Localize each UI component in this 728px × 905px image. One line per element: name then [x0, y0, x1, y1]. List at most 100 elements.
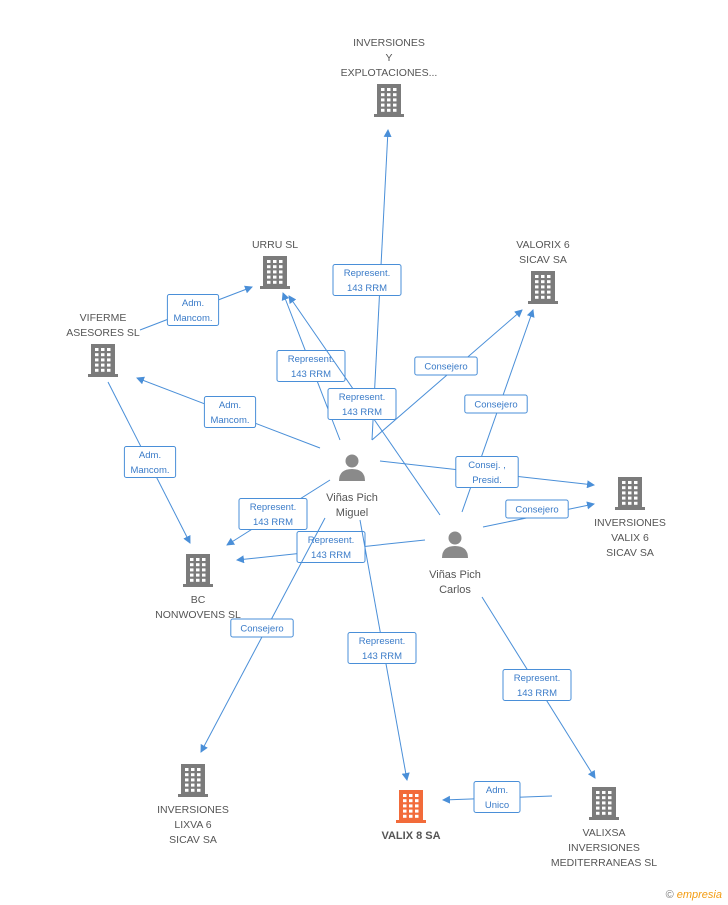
edge-label-text: 143 RRM — [291, 369, 331, 380]
edge-label-box[interactable] — [332, 264, 402, 296]
edge-label-text: Represent. — [339, 392, 385, 403]
building-icon — [260, 256, 290, 289]
edge-label-text: Represent. — [514, 673, 560, 684]
building-icon — [589, 787, 619, 820]
edge-label-box[interactable] — [464, 394, 528, 414]
edge-label-text: 143 RRM — [342, 407, 382, 418]
building-icon — [88, 344, 118, 377]
node-label: VALIXSA — [583, 827, 626, 839]
person-icon — [442, 531, 468, 558]
node-label: VALIX 6 — [611, 532, 649, 544]
edge-miguel-to-urru: Represent. 143 RRM — [276, 292, 346, 441]
edge-label-box[interactable] — [455, 456, 519, 488]
node-label: INVERSIONES — [353, 37, 425, 49]
edge-label-text: 143 RRM — [362, 651, 402, 662]
edge-label-box[interactable] — [203, 396, 257, 428]
edge-label-text: Mancom. — [130, 465, 169, 476]
edge-label-box[interactable] — [123, 446, 177, 478]
node-urru[interactable]: URRU SL — [252, 239, 298, 289]
node-label: VALORIX 6 — [516, 239, 570, 251]
edge-label-text: Adm. — [139, 450, 161, 461]
node-label: BC — [191, 594, 206, 606]
node-valorix6[interactable]: VALORIX 6 SICAV SA — [516, 239, 570, 304]
node-label: Carlos — [439, 584, 471, 596]
node-label: EXPLOTACIONES... — [341, 67, 438, 79]
edge-label-text: Mancom. — [210, 415, 249, 426]
building-icon — [396, 790, 426, 823]
edge-label-box[interactable] — [347, 632, 417, 664]
edge-label-text: 143 RRM — [253, 517, 293, 528]
edge-miguel-to-valix8: Represent. 143 RRM — [347, 519, 417, 781]
node-label: Viñas Pich — [429, 569, 481, 581]
edge-miguel-to-bc-nonwovens: Represent. 143 RRM — [226, 479, 331, 546]
edge-carlos-to-valixsa: Represent. 143 RRM — [481, 596, 596, 779]
building-icon — [183, 554, 213, 587]
edge-miguel-to-inversiones-valix6: Consej. , Presid. — [379, 456, 595, 489]
node-label: VIFERME — [80, 312, 127, 324]
edge-label-text: Consejero — [424, 362, 467, 373]
edge-label-text: Represent. — [359, 636, 405, 647]
copyright: © empresia — [666, 889, 722, 901]
edge-label-text: Represent. — [308, 535, 354, 546]
node-inversiones-lixva6[interactable]: INVERSIONES LIXVA 6 SICAV SA — [157, 764, 229, 846]
node-inversiones-explotaciones[interactable]: INVERSIONESYEXPLOTACIONES... — [341, 37, 438, 117]
edge-label-text: Consejero — [474, 400, 517, 411]
edge-label-text: Consej. , — [468, 460, 506, 471]
edge-label-text: Adm. — [219, 400, 241, 411]
node-label: Viñas Pich — [326, 492, 378, 504]
edge-carlos-to-urru: Represent. 143 RRM — [288, 295, 441, 516]
edge-label-box[interactable] — [327, 388, 397, 420]
edge-label-text: Consejero — [515, 505, 558, 516]
edge-label-text: Adm. — [486, 785, 508, 796]
node-label: INVERSIONES — [157, 804, 229, 816]
node-label: MEDITERRANEAS SL — [551, 857, 657, 869]
edge-label-box[interactable] — [473, 781, 521, 813]
edge-label-text: Consejero — [240, 624, 283, 635]
edge-carlos-to-bc-nonwovens: Represent.143 RRM — [236, 531, 426, 564]
edge-label-box[interactable] — [414, 356, 478, 376]
edge-miguel-to-viferme: Adm. Mancom. — [136, 376, 321, 449]
edge-label-text: Unico — [485, 800, 509, 811]
edge-label-box[interactable] — [230, 618, 294, 638]
edge-miguel-to-valorix6: Consejero — [371, 309, 523, 441]
edge-label-text: 143 RRM — [517, 688, 557, 699]
building-icon — [528, 271, 558, 304]
node-label: SICAV SA — [606, 547, 654, 559]
building-icon — [374, 84, 404, 117]
node-inversiones-valix6[interactable]: INVERSIONES VALIX 6 SICAV SA — [594, 477, 666, 559]
edge-viferme-to-bc-nonwovens: Adm. Mancom. — [107, 381, 191, 544]
edge-label-box[interactable] — [276, 350, 346, 382]
edge-label-box[interactable] — [166, 294, 220, 326]
edge-label-box[interactable] — [238, 498, 308, 530]
edge-label-text: Adm. — [182, 298, 204, 309]
edge-label-box[interactable] — [505, 499, 569, 519]
building-icon — [615, 477, 645, 510]
node-valix8[interactable]: VALIX 8 SA — [381, 790, 441, 842]
edge-viferme-to-urru: Adm.Mancom. — [139, 285, 253, 331]
node-label: Miguel — [336, 507, 368, 519]
edge-label-text: Presid. — [472, 475, 502, 486]
node-label: SICAV SA — [519, 254, 567, 266]
edge-miguel-to-inversiones-lixva6: Consejero — [200, 517, 326, 753]
edge-valixsa-to-valix8: Adm. Unico — [442, 781, 553, 813]
brand-logo[interactable]: empresia — [676, 889, 722, 901]
edge-label-text: 143 RRM — [347, 283, 387, 294]
node-label: LIXVA 6 — [174, 819, 211, 831]
node-label: INVERSIONES — [594, 517, 666, 529]
building-icon — [178, 764, 208, 797]
edge-label-box[interactable] — [502, 669, 572, 701]
edge-label-text: Represent. — [288, 354, 334, 365]
edge-label-text: Represent. — [250, 502, 296, 513]
node-label: SICAV SA — [169, 834, 217, 846]
edges-layer: Represent. 143 RRM Represent. 143 RRM Repres… — [107, 129, 596, 813]
edge-carlos-to-inversiones-valix6: Consejero — [482, 499, 595, 528]
node-label: VALIX 8 SA — [381, 830, 440, 842]
copyright-symbol: © — [665, 889, 674, 901]
